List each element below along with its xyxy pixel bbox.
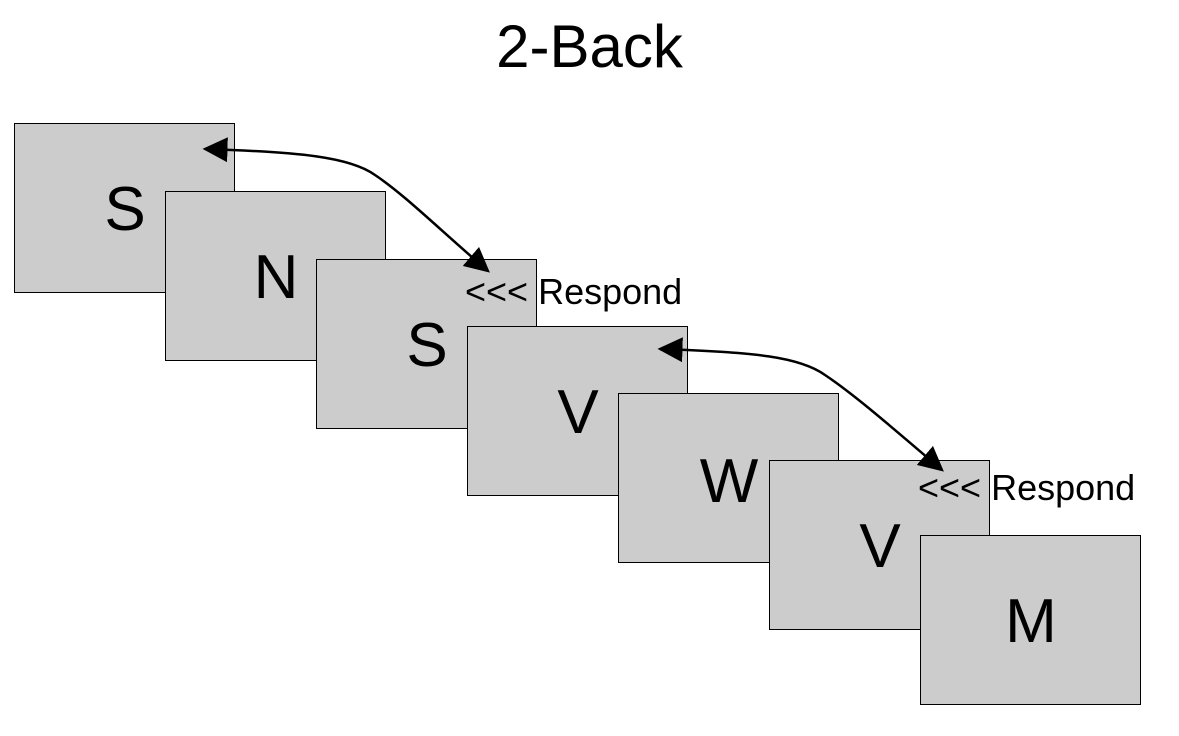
diagram-title: 2-Back xyxy=(496,13,683,80)
stimulus-letter-1: S xyxy=(104,175,146,244)
stimulus-letter-2: N xyxy=(253,243,299,312)
stimulus-letter-7: M xyxy=(1005,587,1057,656)
respond-label-2: <<< Respond xyxy=(918,467,1136,508)
stimulus-letter-4: V xyxy=(557,378,599,447)
stimulus-letter-5: W xyxy=(699,447,759,516)
stimulus-letter-3: S xyxy=(406,311,448,380)
stimulus-letter-6: V xyxy=(859,512,901,581)
respond-label-1: <<< Respond xyxy=(465,271,683,312)
stimulus-card-7: M xyxy=(920,535,1141,705)
